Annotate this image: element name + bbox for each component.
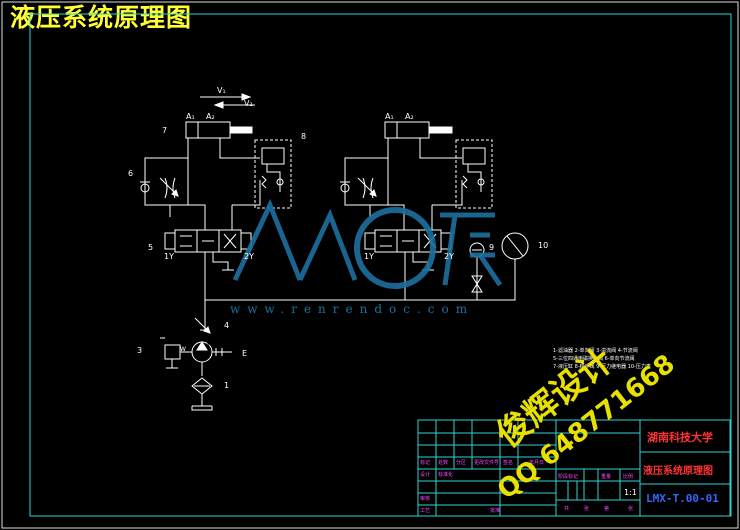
row-review: 审核 [420,496,431,502]
label-7: 7 [162,126,168,135]
note-line: 5-三位四通电磁换向阀 6-单向节流阀 [553,356,635,362]
drawing-number: LMX-T.00-01 [646,492,719,505]
drawing-name: 液压系统原理图 [643,466,713,477]
header-date: 年月日 [529,460,545,466]
label-a2-left: A₂ [206,112,215,121]
sheet-no-unit: 张 [628,506,634,512]
header-stage: 阶段标记 [558,474,579,480]
label-2: 2 [206,343,210,350]
left-circuit [140,93,516,411]
label-a1-right: A₁ [385,112,394,121]
note-line: 1-滤油器 2-单向阀 3-溢流阀 4-节流阀 [553,348,638,354]
label-1y-right: 1Y [364,252,374,261]
scale-value: 1:1 [624,488,637,497]
drawing-title: 液压系统原理图 [10,3,193,32]
header-count: 处数 [438,460,449,466]
label-a2-right: A₂ [405,112,414,121]
header-mark: 标记 [420,460,431,466]
label-5: 5 [148,243,154,252]
label-6: 6 [128,169,134,178]
label-1y-left: 1Y [164,252,174,261]
label-v2: V₂ [244,99,253,108]
header-design: 设计 [420,472,431,478]
header-sign: 签名 [503,460,514,466]
label-8: 8 [301,132,307,141]
component-notes: 1-滤油器 2-单向阀 3-溢流阀 4-节流阀 5-三位四通电磁换向阀 6-单向… [553,347,651,371]
label-2y-right: 2Y [444,252,454,261]
label-10: 10 [538,241,549,250]
title-block [417,419,731,517]
header-standardize: 标准化 [438,472,454,478]
label-a1-left: A₁ [186,112,195,121]
label-e: E [242,349,248,358]
sheet-total: 共 [564,506,570,512]
sheet-total-unit: 张 [584,506,590,512]
header-weight: 重量 [601,474,612,480]
sequence-valve-8-right [455,139,493,209]
label-1: 1 [224,381,230,390]
header-change-file: 更改文件号 [474,460,500,466]
school-name: 湖南科技大学 [647,431,713,444]
row-approve: 批准 [490,508,501,514]
inner-frame [29,13,732,517]
note-line: 7-液压缸 8-顺序阀 9-压力继电器 10-压力表 [553,364,651,370]
label-2y-left: 2Y [244,252,254,261]
site-watermark: www.renrendoc.com [230,302,475,316]
label-v1: V₁ [217,86,226,95]
label-w: W [180,346,186,353]
sheet-no: 第 [604,506,610,512]
row-process: 工艺 [420,508,431,514]
label-4: 4 [224,321,230,330]
header-zone: 分区 [456,460,467,466]
label-9: 9 [489,243,495,252]
label-3: 3 [137,346,143,355]
header-scale: 比例 [623,474,634,480]
logo-watermark [232,198,503,289]
